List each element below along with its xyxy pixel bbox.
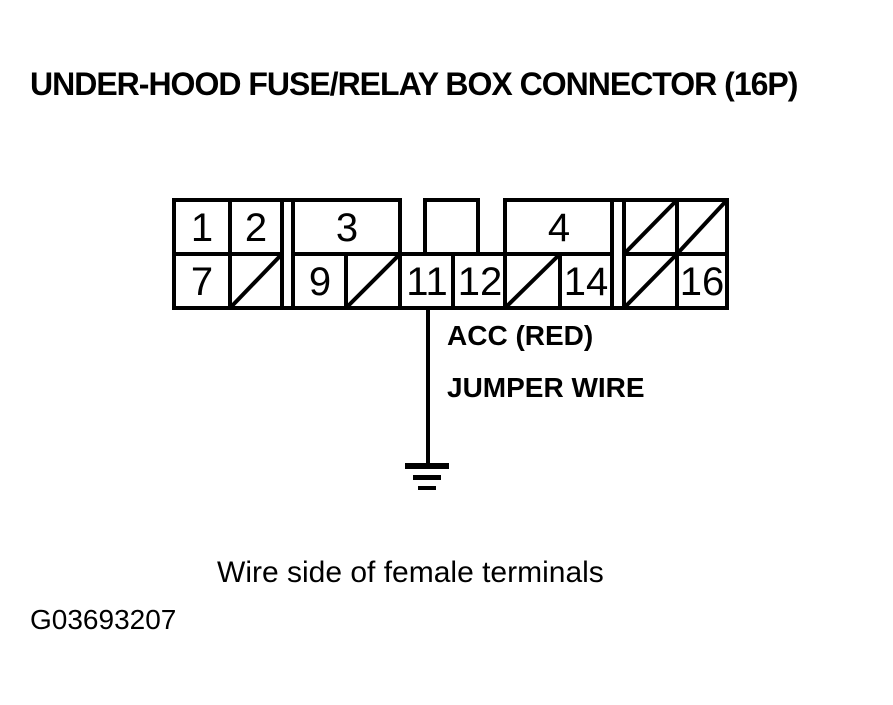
ground-icon (405, 463, 449, 490)
blocked-cell-slash (675, 198, 729, 256)
pin-label-11: 11 (406, 260, 448, 304)
page-title: UNDER-HOOD FUSE/RELAY BOX CONNECTOR (16P… (30, 66, 798, 102)
figure-id: G03693207 (30, 604, 177, 635)
diagram-caption: Wire side of female terminals (217, 556, 604, 589)
pin-label-4: 4 (548, 206, 570, 250)
pin-cell-16 (675, 252, 729, 310)
blocked-cell-slash (228, 252, 284, 310)
pin-label-1: 1 (191, 206, 213, 250)
blocked-cell-slash (622, 252, 679, 310)
pin-cell-14 (558, 252, 614, 310)
pin-label-16: 16 (680, 260, 725, 304)
blocked-cell-slash (622, 198, 679, 256)
pin-label-9: 9 (309, 260, 331, 304)
jumper-wire-label: JUMPER WIRE (447, 372, 645, 403)
connector-key-notch (423, 198, 480, 256)
blocked-cell (228, 252, 284, 310)
pin-label-3: 3 (336, 206, 358, 250)
pin-label-12: 12 (458, 260, 503, 304)
pin-label-7: 7 (191, 260, 213, 304)
pin-label-2: 2 (245, 206, 267, 250)
pin-label-14: 14 (564, 260, 609, 304)
blocked-cell-slash (344, 252, 402, 310)
wire-terminal-label: ACC (RED) (447, 320, 594, 351)
blocked-cell-slash (503, 252, 562, 310)
